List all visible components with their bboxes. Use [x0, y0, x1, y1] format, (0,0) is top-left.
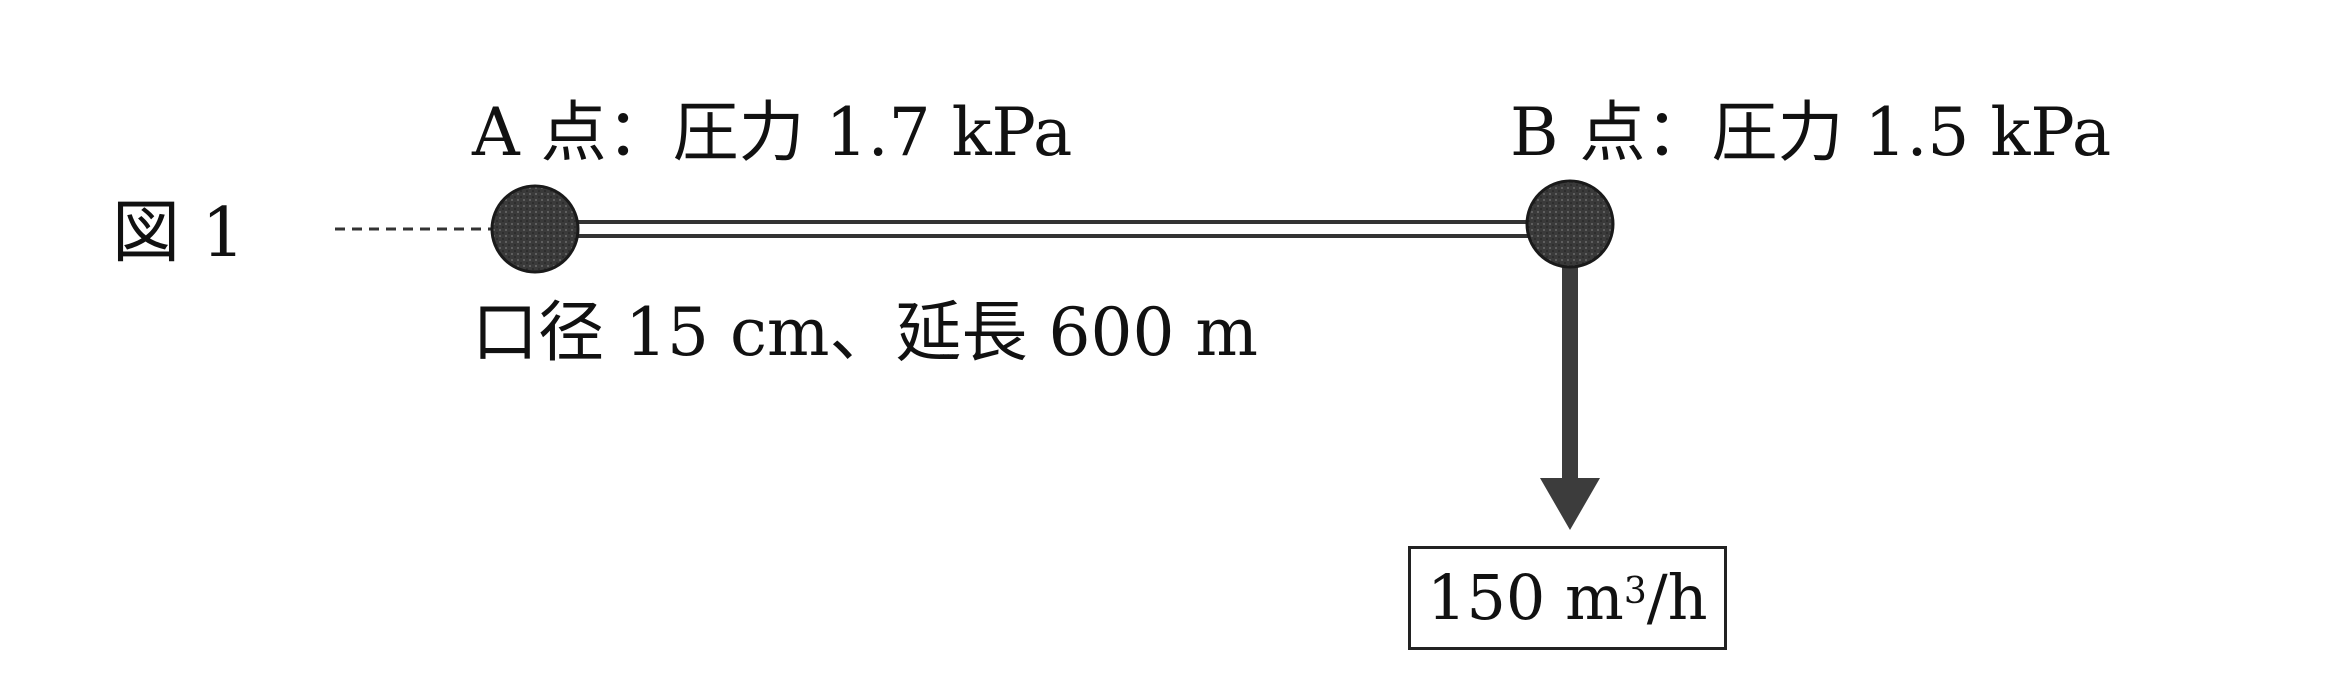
outflow-unit-power: 3	[1623, 571, 1647, 612]
outflow-unit-tail: /h	[1646, 561, 1708, 634]
main-pipe	[535, 220, 1570, 238]
node-a	[490, 184, 580, 274]
node-b	[1525, 179, 1615, 269]
point-a-pressure-label: A 点：圧力 1.7 kPa	[472, 94, 1073, 171]
outflow-value: 150 m	[1427, 561, 1624, 634]
pipe-spec-label: 口径 15 cm、延長 600 m	[472, 294, 1259, 371]
outflow-arrow	[1540, 262, 1600, 530]
point-b-pressure-label: B 点：圧力 1.5 kPa	[1510, 94, 2112, 171]
figure-label: 図 1	[112, 194, 245, 273]
